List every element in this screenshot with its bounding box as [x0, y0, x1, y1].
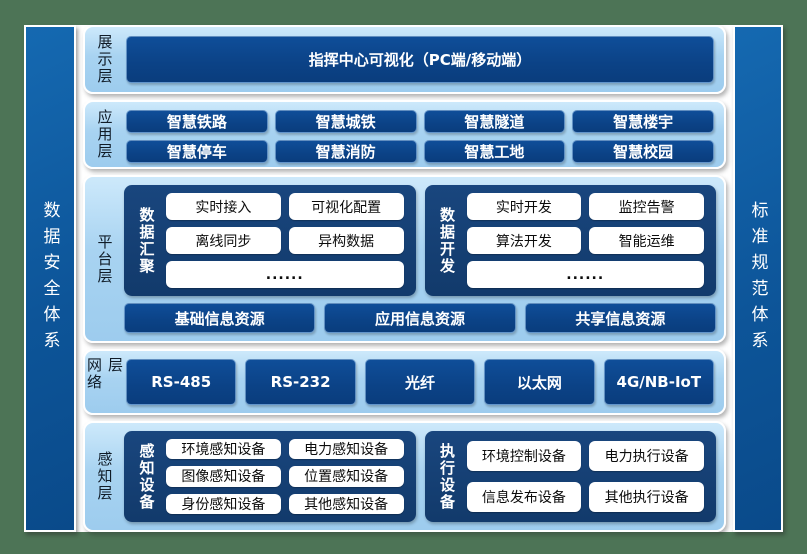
device-box: 信息发布设备 — [466, 482, 582, 512]
network-box-ethernet: 以太网 — [484, 359, 595, 405]
layer-label-display: 展示层 — [95, 34, 114, 85]
resource-box-app-info: 应用信息资源 — [324, 303, 516, 333]
layer-label-application-wrap: 应用层 — [89, 108, 121, 161]
right-sidebar-label: 标准规范体系 — [747, 200, 768, 357]
app-box-smart-tunnel: 智慧隧道 — [423, 110, 566, 133]
resource-box-basic-info: 基础信息资源 — [124, 303, 316, 333]
feature-box: 监控告警 — [589, 193, 704, 220]
feature-box: 智能运维 — [589, 227, 704, 254]
app-box-smart-building: 智慧楼宇 — [572, 110, 714, 133]
feature-box: 实时接入 — [166, 193, 281, 220]
group-panel-sensing-devices: 感知设备 环境感知设备 电力感知设备 图像感知设备 位置感知设备 身份感知设备 … — [124, 431, 416, 522]
perception-layer-body: 感知设备 环境感知设备 电力感知设备 图像感知设备 位置感知设备 身份感知设备 … — [124, 429, 716, 524]
more-box: ...... — [166, 261, 404, 288]
app-box-smart-metro: 智慧城铁 — [274, 110, 417, 133]
group-label-sensing-devices-wrap: 感知设备 — [136, 439, 158, 514]
layer-panel-network: 网络层 RS-485 RS-232 光纤 以太网 4G/NB-IoT — [83, 349, 726, 415]
network-box-fiber: 光纤 — [364, 359, 476, 405]
layer-label-perception: 感知层 — [95, 451, 114, 502]
group-label-execution-devices-wrap: 执行设备 — [437, 439, 459, 514]
network-box-rs232: RS-232 — [245, 359, 356, 405]
command-center-box: 指挥中心可视化（PC端/移动端） — [126, 36, 714, 83]
feature-box: 实时开发 — [466, 193, 582, 220]
network-box-rs485: RS-485 — [126, 359, 237, 405]
layer-panel-application: 应用层 智慧铁路 智慧城铁 智慧隧道 智慧楼宇 智慧停车 智慧消防 智慧工地 智… — [83, 100, 726, 169]
data-development-grid: 实时开发 监控告警 算法开发 智能运维 ...... — [466, 193, 704, 288]
layer-label-application: 应用层 — [95, 109, 114, 160]
group-label-data-development: 数据开发 — [438, 206, 456, 275]
layer-label-platform: 平台层 — [95, 233, 114, 285]
device-box: 其他执行设备 — [589, 482, 704, 512]
right-sidebar-standards: 标准规范体系 — [733, 25, 783, 532]
app-box-smart-firefighting: 智慧消防 — [274, 140, 417, 163]
app-box-smart-site: 智慧工地 — [423, 140, 566, 163]
device-box: 电力感知设备 — [288, 439, 404, 460]
application-grid: 智慧铁路 智慧城铁 智慧隧道 智慧楼宇 智慧停车 智慧消防 智慧工地 智慧校园 — [124, 108, 716, 163]
layer-panel-perception: 感知层 感知设备 环境感知设备 电力感知设备 图像感知设备 位置感知设备 身份感… — [83, 421, 726, 532]
device-box: 电力执行设备 — [589, 441, 704, 471]
feature-box: 算法开发 — [466, 227, 582, 254]
group-label-data-aggregation-wrap: 数据汇聚 — [136, 193, 158, 288]
network-box-4g-nbiot: 4G/NB-IoT — [603, 359, 714, 405]
group-panel-execution-devices: 执行设备 环境控制设备 电力执行设备 信息发布设备 其他执行设备 — [424, 431, 716, 522]
sensing-devices-grid: 环境感知设备 电力感知设备 图像感知设备 位置感知设备 身份感知设备 其他感知设… — [166, 439, 404, 514]
group-panel-data-development: 数据开发 实时开发 监控告警 算法开发 智能运维 ...... — [424, 185, 716, 296]
platform-resources-row: 基础信息资源 应用信息资源 共享信息资源 — [124, 303, 716, 333]
group-label-execution-devices: 执行设备 — [438, 442, 456, 511]
device-box: 身份感知设备 — [166, 493, 281, 514]
layer-label-platform-wrap: 平台层 — [89, 183, 121, 335]
group-label-data-development-wrap: 数据开发 — [437, 193, 459, 288]
feature-box: 异构数据 — [288, 227, 404, 254]
diagram-content-area: 数据安全体系 展示层 指挥中心可视化（PC端/移动端） 应用层 智慧铁路 智慧 — [24, 25, 783, 532]
app-box-smart-campus: 智慧校园 — [572, 140, 714, 163]
device-box: 环境控制设备 — [466, 441, 582, 471]
more-box: ...... — [466, 261, 704, 288]
feature-box: 可视化配置 — [288, 193, 404, 220]
layer-stack: 展示层 指挥中心可视化（PC端/移动端） 应用层 智慧铁路 智慧城铁 智慧隧道 … — [83, 25, 726, 532]
app-box-smart-parking: 智慧停车 — [126, 140, 268, 163]
layer-label-network: 网络层 — [85, 357, 124, 391]
group-label-sensing-devices: 感知设备 — [137, 442, 156, 511]
device-box: 环境感知设备 — [166, 439, 281, 460]
layer-label-display-wrap: 展示层 — [89, 33, 121, 86]
platform-layer-body: 数据汇聚 实时接入 可视化配置 离线同步 异构数据 ...... — [124, 183, 716, 335]
platform-groups-row: 数据汇聚 实时接入 可视化配置 离线同步 异构数据 ...... — [124, 185, 716, 296]
device-box: 位置感知设备 — [288, 466, 404, 487]
app-box-smart-railway: 智慧铁路 — [126, 110, 268, 133]
data-aggregation-grid: 实时接入 可视化配置 离线同步 异构数据 ...... — [166, 193, 404, 288]
network-grid: RS-485 RS-232 光纤 以太网 4G/NB-IoT — [124, 357, 716, 407]
left-sidebar-data-security: 数据安全体系 — [24, 25, 76, 532]
layer-label-network-wrap: 网络层 — [85, 357, 124, 407]
feature-box: 离线同步 — [166, 227, 281, 254]
layer-panel-display: 展示层 指挥中心可视化（PC端/移动端） — [83, 25, 726, 94]
left-sidebar-label: 数据安全体系 — [39, 200, 60, 357]
resource-box-shared-info: 共享信息资源 — [524, 303, 716, 333]
display-layer-body: 指挥中心可视化（PC端/移动端） — [124, 33, 716, 86]
execution-devices-grid: 环境控制设备 电力执行设备 信息发布设备 其他执行设备 — [466, 439, 704, 514]
group-label-data-aggregation: 数据汇聚 — [137, 206, 156, 275]
group-panel-data-aggregation: 数据汇聚 实时接入 可视化配置 离线同步 异构数据 ...... — [124, 185, 416, 296]
layer-label-perception-wrap: 感知层 — [89, 429, 121, 524]
device-box: 图像感知设备 — [166, 466, 281, 487]
layer-panel-platform: 平台层 数据汇聚 实时接入 可视化配置 离线同步 异构数据 — [83, 175, 726, 343]
device-box: 其他感知设备 — [288, 493, 404, 514]
